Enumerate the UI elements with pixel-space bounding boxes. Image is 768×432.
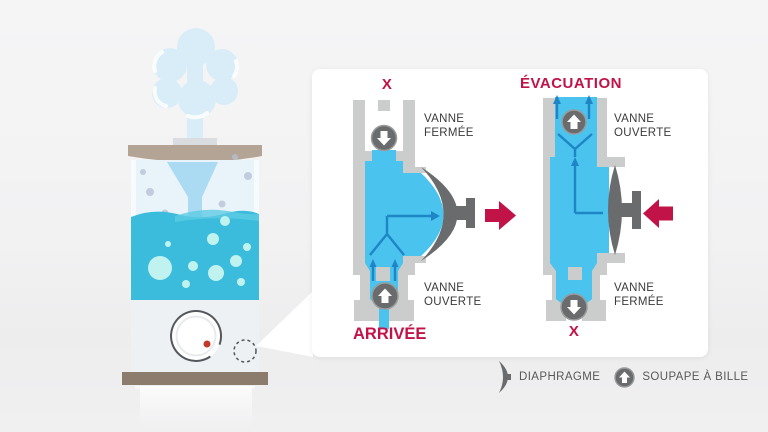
valve-seat-bottom [376, 267, 390, 281]
pump-water [550, 97, 609, 306]
knob-indicator-dot [203, 340, 211, 348]
bubbles [148, 216, 251, 288]
flow-arrows [555, 103, 603, 215]
ball-valve-legend-icon [614, 366, 636, 388]
mist-cloud-icon [152, 28, 240, 165]
control-knob[interactable] [170, 309, 223, 362]
base [122, 372, 268, 385]
legend: DIAPHRAGME SOUPAPE À BILLE [498, 360, 748, 394]
diaphragm-legend-icon [499, 361, 511, 393]
label-valve-top-left: VANNE FERMÉE [424, 113, 474, 139]
blocked-bottom-marker: X [568, 323, 580, 340]
evacuation-label: ÉVACUATION [520, 75, 622, 92]
valve-seat-bottom [568, 267, 582, 280]
label-valve-bottom-right: VANNE FERMÉE [614, 282, 664, 308]
nozzle [173, 138, 217, 147]
ball-valve-legend-label: SOUPAPE À BILLE [642, 371, 749, 383]
diaphragm-icon [608, 165, 641, 255]
tank-water [131, 209, 259, 302]
ball-valve-open-icon [561, 109, 587, 135]
ball-valve-closed-icon [370, 124, 398, 152]
pump-detail-panel: X VANNE FERMÉE VANNE OUVERTE ARRIVÉE ÉVA… [312, 69, 708, 357]
diaphragm-icon [421, 167, 475, 261]
floor-reflection [140, 386, 252, 428]
stroke-direction-arrow-right [485, 201, 516, 230]
intake-label: ARRIVÉE [353, 325, 427, 343]
label-valve-top-right: VANNE OUVERTE [614, 113, 672, 139]
valve-seat-top [378, 100, 390, 111]
ball-valve-open-icon [371, 282, 399, 310]
ball-valve-closed-icon [560, 293, 588, 321]
humidifier-illustration [122, 28, 268, 390]
condensation-dots [140, 154, 252, 217]
flow-arrows [369, 214, 431, 281]
diaphragm-legend-label: DIAPHRAGME [519, 371, 601, 383]
pump-diagram-evacuation [543, 95, 673, 329]
blocked-top-marker: X [381, 76, 393, 93]
stroke-direction-arrow-left [643, 199, 673, 228]
intake-funnel [167, 162, 218, 232]
label-valve-bottom-left: VANNE OUVERTE [424, 282, 482, 308]
lid [128, 145, 262, 162]
pump-diagram-intake [353, 93, 516, 329]
